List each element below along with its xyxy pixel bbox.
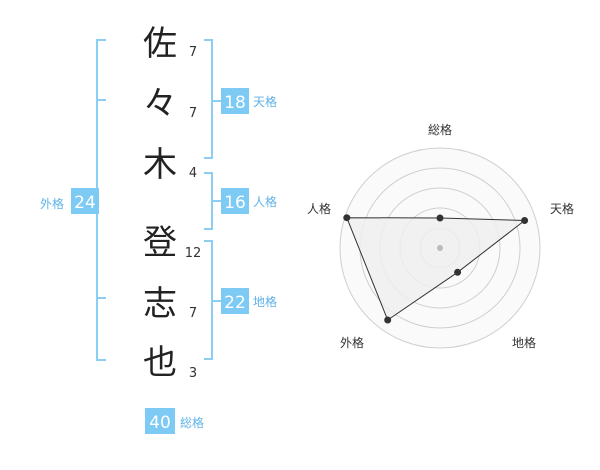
name-column: 佐 々 木 登 志 也: [143, 24, 177, 383]
stroke-count-2: 7: [189, 106, 197, 121]
chikaku-label: 地格: [253, 294, 277, 309]
jinkaku-value: 16: [224, 193, 246, 213]
stroke-count-1: 7: [189, 45, 197, 60]
radar-axis-label-jinkaku: 人格: [307, 201, 331, 216]
radar-point-gaikaku: [384, 316, 392, 324]
tenkaku-value: 18: [224, 93, 246, 113]
soukaku-badge: [145, 408, 175, 434]
stroke-count-column: 7 7 4 12 7 3: [185, 45, 202, 381]
chikaku-value: 22: [224, 293, 246, 313]
chikaku-badge: [221, 288, 249, 314]
jinkaku-label: 人格: [253, 194, 277, 209]
radar-axis-label-tenkaku: 天格: [550, 201, 574, 216]
jinkaku-badge: [221, 188, 249, 214]
name-char-3: 木: [143, 145, 177, 185]
radar-point-jinkaku: [343, 214, 351, 222]
jinkaku-group: 16 人格: [221, 188, 277, 214]
gaikaku-label: 外格: [40, 196, 64, 211]
radar-polygon: [346, 217, 527, 321]
gaikaku-value: 24: [74, 193, 96, 213]
radar-chart: 総格 天格 地格 外格 人格: [307, 122, 574, 350]
bracket-group: [96, 39, 222, 361]
bracket-jinkaku: [204, 172, 222, 230]
name-char-2: 々: [143, 84, 177, 124]
soukaku-group: 40 総格: [145, 408, 204, 434]
radar-point-chikaku: [454, 268, 462, 276]
name-char-6: 也: [143, 343, 177, 383]
radar-point-soukaku: [436, 214, 444, 222]
radar-axis-label-soukaku: 総格: [428, 122, 452, 137]
stroke-count-5: 7: [189, 306, 197, 321]
tenkaku-label: 天格: [253, 94, 277, 109]
radar-axis-label-gaikaku: 外格: [340, 335, 364, 350]
tenkaku-group: 18 天格: [221, 88, 277, 114]
name-char-1: 佐: [143, 24, 177, 64]
stroke-count-3: 4: [189, 166, 197, 181]
radar-axis-label-chikaku: 地格: [512, 335, 536, 350]
gaikaku-group: 外格 24: [40, 188, 99, 214]
gaikaku-badge: [71, 188, 99, 214]
tenkaku-badge: [221, 88, 249, 114]
radar-point-tenkaku: [521, 217, 529, 224]
radar-center-dot: [437, 245, 443, 251]
bracket-tenkaku: [204, 39, 222, 159]
radar-shape: [343, 214, 529, 324]
soukaku-value: 40: [149, 413, 171, 433]
chikaku-group: 22 地格: [221, 288, 277, 314]
soukaku-label: 総格: [180, 415, 204, 430]
stroke-count-6: 3: [189, 366, 197, 381]
stroke-count-4: 12: [185, 246, 202, 261]
bracket-chikaku: [204, 240, 222, 360]
name-char-5: 志: [143, 284, 177, 324]
name-char-4: 登: [143, 223, 177, 263]
